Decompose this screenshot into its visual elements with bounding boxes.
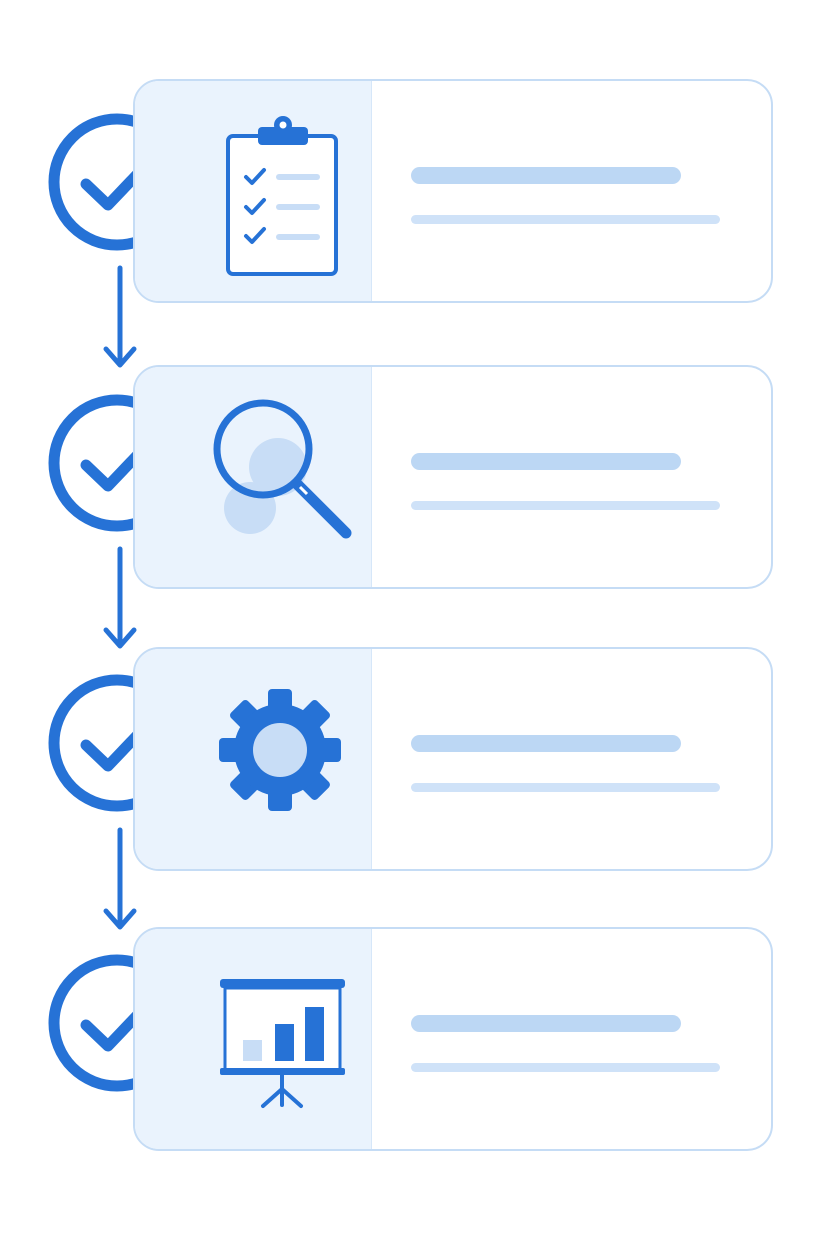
step-3-card [133,647,773,871]
step-1-text-placeholder [411,215,720,224]
step-3-title-placeholder [411,735,681,752]
step-4-text-placeholder [411,1063,720,1072]
step-2-title-placeholder [411,453,681,470]
step-4-title-placeholder [411,1015,681,1032]
step-1-card [133,79,773,303]
step-1-icon-panel [135,81,372,301]
step-1-title-placeholder [411,167,681,184]
arrow-down-icon [103,546,137,649]
step-3-icon-panel [135,649,372,869]
presentation-bar-chart-icon [220,979,345,1108]
step-2-icon-panel [135,367,372,587]
clipboard-checklist-icon [226,116,338,276]
arrow-down-icon [103,265,137,368]
gear-icon [219,689,341,811]
arrow-down-icon [103,827,137,930]
magnifying-glass-icon [213,399,352,539]
step-4-card [133,927,773,1151]
step-3-text-placeholder [411,783,720,792]
step-4-icon-panel [135,929,372,1149]
step-2-text-placeholder [411,501,720,510]
step-2-card [133,365,773,589]
